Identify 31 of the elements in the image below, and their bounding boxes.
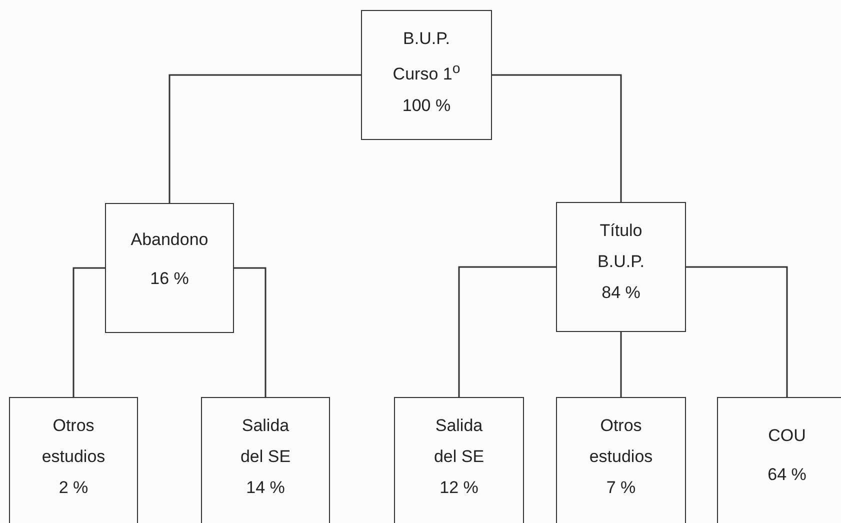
node-box	[394, 397, 524, 523]
node-box	[9, 397, 138, 523]
node-label: Título B.U.P.	[596, 220, 646, 273]
percentage-label: 16 %	[150, 268, 189, 290]
connector-line	[458, 266, 556, 397]
percentage-label: 2 %	[58, 477, 88, 499]
connector-line	[168, 74, 361, 203]
connector-line	[234, 267, 266, 397]
node-label: Abandono	[130, 229, 208, 251]
connector-line	[620, 332, 622, 397]
connector-line	[686, 266, 788, 397]
percentage-label: 100 %	[402, 94, 451, 117]
percentage-label: 14 %	[246, 477, 285, 499]
connector-line	[72, 267, 105, 397]
node-label: Salida del SE	[432, 415, 486, 468]
node-label: B.U.P. Curso 1$^{o}$	[392, 28, 462, 86]
node-label: Otros estudios	[40, 415, 106, 468]
percentage-label: 64 %	[768, 464, 806, 486]
node-label: COU	[768, 425, 806, 447]
node-label: Otros estudios	[588, 415, 654, 468]
percentage-label: 84 %	[602, 282, 640, 304]
node-box	[717, 397, 841, 523]
node-box	[105, 203, 234, 333]
percentage-label: 7 %	[606, 477, 636, 499]
percentage-label: 12 %	[440, 477, 478, 499]
node-label: Salida del SE	[239, 415, 292, 468]
node-box	[556, 397, 686, 523]
node-box	[201, 397, 330, 523]
node-box	[361, 10, 492, 140]
node-box	[556, 202, 686, 332]
connector-line	[492, 74, 622, 202]
